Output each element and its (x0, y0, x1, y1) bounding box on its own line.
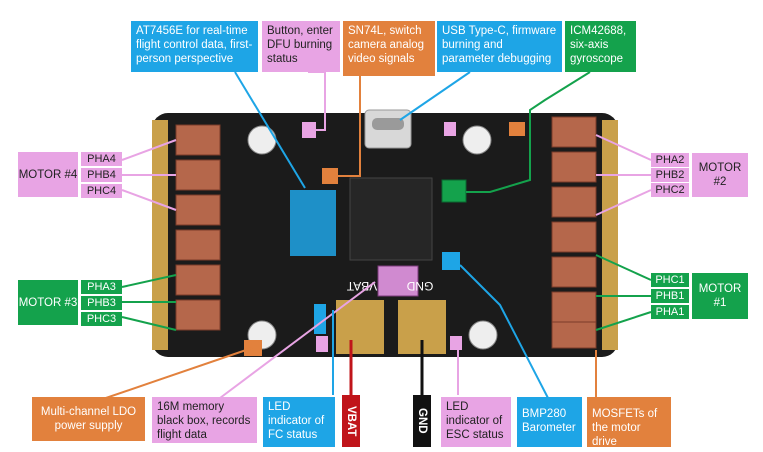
callout-memory: 16M memory black box, records flight dat… (152, 397, 257, 443)
motor-1-label: MOTOR #1 (692, 273, 748, 319)
callout-usb: USB Type-C, firmware burning and paramet… (437, 21, 562, 72)
phase-phc3: PHC3 (81, 312, 122, 326)
phase-pha4: PHA4 (81, 152, 122, 166)
motor-2-label: MOTOR #2 (692, 153, 748, 197)
phase-pha2: PHA2 (651, 153, 689, 167)
callout-gnd: GND (413, 395, 431, 447)
phase-phc2: PHC2 (651, 183, 689, 197)
callout-button: Button, enter DFU burning status (262, 21, 340, 72)
callout-at7456e: AT7456E for real-time flight control dat… (131, 21, 258, 72)
motor-4-label: MOTOR #4 (18, 152, 78, 197)
pcb-board: VBAT GND (152, 109, 618, 357)
phase-phb4: PHB4 (81, 168, 122, 182)
phase-phc1: PHC1 (651, 273, 689, 287)
phase-phb2: PHB2 (651, 168, 689, 182)
callout-ldo: Multi-channel LDO power supply (32, 397, 145, 441)
callout-mosfet: MOSFETs of the motor drive (587, 397, 671, 448)
silk-vbat: VBAT (346, 279, 377, 293)
silk-gnd: GND (406, 279, 433, 293)
callout-led-fc: LED indicator of FC status (263, 397, 335, 447)
callout-sn74l: SN74L, switch camera analog video signal… (343, 21, 435, 76)
phase-phb1: PHB1 (651, 289, 689, 303)
leader-lines (99, 71, 652, 401)
callout-vbat: VBAT (342, 395, 360, 447)
mosfet-column-right (551, 116, 597, 349)
callout-icm: ICM42688, six-axis gyroscope (565, 21, 636, 72)
callout-led-esc: LED indicator of ESC status (441, 397, 511, 447)
motor-3-label: MOTOR #3 (18, 280, 78, 325)
callout-baro: BMP280 Barometer (517, 397, 582, 447)
phase-pha3: PHA3 (81, 280, 122, 294)
phase-phb3: PHB3 (81, 296, 122, 310)
phase-pha1: PHA1 (651, 305, 689, 319)
phase-phc4: PHC4 (81, 184, 122, 198)
